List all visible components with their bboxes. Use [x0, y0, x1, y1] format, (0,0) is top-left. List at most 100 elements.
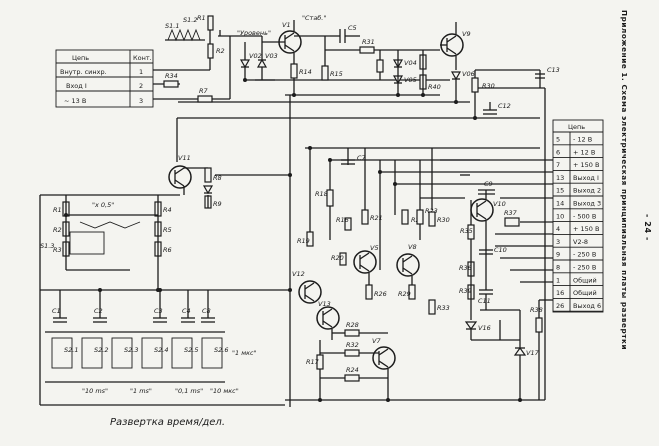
- right-table-pin: 9: [556, 251, 560, 259]
- switch-group-3-label: S2.3: [124, 346, 138, 354]
- resistor-r15-label: R15: [330, 70, 343, 78]
- capacitor-c2-label: C2: [94, 307, 103, 315]
- left-table-row-3-name: ~ 13 В: [64, 97, 86, 105]
- resistor-r35-label: R35: [460, 227, 473, 235]
- sweep-mark-1: "10 ms": [82, 387, 108, 395]
- left-table-row-1-name: Внутр. синхр.: [60, 68, 107, 76]
- resistor-r32-label: R32: [346, 341, 359, 349]
- right-table-pin: 15: [556, 187, 564, 195]
- switch-group-1-label: S2.1: [64, 346, 78, 354]
- right-table-net-name: V2-8: [573, 238, 588, 246]
- resistor-r8-label: R8: [213, 174, 222, 182]
- right-table-pin: 13: [556, 174, 564, 182]
- transistor-v7: V7 R28 R32 R24 R17: [306, 321, 396, 400]
- left-table-row-1-pin: 1: [139, 68, 143, 76]
- transistor-v13-label: V13: [318, 300, 331, 308]
- resistor-r21-label: R21: [370, 214, 383, 222]
- right-table-pin: 4: [556, 225, 560, 233]
- transistor-v8-label: V8: [408, 243, 417, 251]
- timing-capacitor-bank: C1 C2 C3 C4 C8 S2.1 S2.2 S2.3 S2.4 S2.5 …: [45, 290, 257, 428]
- resistor-r39-label: R39: [459, 287, 472, 295]
- right-table-net-name: Выход 6: [573, 302, 601, 310]
- switch-group-4-label: S2.4: [154, 346, 168, 354]
- right-table-pin: 5: [556, 136, 560, 144]
- left-table-header-pin: Конт.: [133, 54, 152, 62]
- output-network: R36 R39 C10 C11 V16 V17 R38: [459, 245, 543, 400]
- switch-s1b-label: S1.2: [183, 16, 197, 24]
- transistor-v12-label: V12: [292, 270, 305, 278]
- resistor-r30-label: R30: [482, 82, 495, 90]
- resistor-r6-ladder-label: R6: [163, 246, 172, 254]
- resistor-r26-label: R26: [374, 290, 387, 298]
- right-table-pin: 8: [556, 264, 560, 272]
- transistor-v11: V11 R8 R9: [168, 154, 290, 209]
- right-table-net-name: Общий: [573, 276, 597, 284]
- right-table-net-name: - 12 В: [573, 136, 592, 144]
- sweep-mark-3: "0,1 ms": [175, 387, 203, 395]
- transistor-v10-label: V10: [493, 200, 506, 208]
- sweep-mark-4: "10 мкс": [210, 387, 239, 395]
- transistor-v13: V13: [316, 300, 340, 340]
- resistor-r16-label: R16: [336, 216, 349, 224]
- diode-v05-label: V05: [404, 76, 417, 84]
- resistor-r3-ladder-label: R3: [53, 246, 62, 254]
- capacitor-c1-label: C1: [52, 307, 61, 315]
- resistor-r29-label: R29: [398, 290, 411, 298]
- sweep-mark-5: "1 мкс": [232, 349, 257, 357]
- capacitor-c3-label: C3: [154, 307, 163, 315]
- transistor-v5: V5 R26: [353, 244, 387, 300]
- resistor-r38-label: R38: [530, 306, 543, 314]
- resistor-r34-label: R34: [165, 72, 178, 80]
- resistor-r18-label: R18: [315, 190, 328, 198]
- resistor-r31-label: R31: [362, 38, 375, 46]
- connector-fanout: [330, 159, 553, 301]
- right-table-pin: 3: [556, 238, 560, 246]
- input-resistors: R34 R7: [163, 36, 231, 103]
- transistor-v1: V1 R14 "Стаб.": [262, 14, 330, 95]
- level-label: "Уровень": [237, 29, 271, 37]
- input-connector-table: Цепь Конт. Внутр. синхр. 1 Вход I 2 ~ 13…: [55, 49, 230, 108]
- resistor-r7-label: R7: [199, 87, 209, 95]
- right-table-pin: 14: [556, 200, 564, 208]
- central-amplifier-stage: C7 R18 R19 R16 R20 R21 R22 R23 R30: [297, 148, 480, 270]
- capacitor-c10-label: C10: [494, 246, 507, 254]
- resistor-r37-label: R37: [504, 209, 518, 217]
- switch-s1-label: S1.1: [165, 22, 179, 30]
- right-table-header: Цепь: [568, 123, 585, 131]
- capacitor-c4-label: C4: [182, 307, 191, 315]
- transistor-v1-label: V1: [282, 21, 291, 29]
- resistor-r14-label: R14: [299, 68, 312, 76]
- resistor-r40-label: R40: [428, 83, 441, 91]
- resistor-r20-label: R20: [331, 254, 344, 262]
- right-table-net-name: Выход 2: [573, 187, 601, 195]
- right-table-net-name: - 250 В: [573, 264, 596, 272]
- side-title: Приложение 1. Схема электрическая принци…: [620, 10, 629, 350]
- transistor-v7-label: V7: [372, 337, 381, 345]
- transistor-v11-label: V11: [178, 154, 191, 162]
- resistor-r19-label: R19: [297, 237, 310, 245]
- resistor-r33-label: R33: [437, 304, 450, 312]
- sweep-mark-2: "1 ms": [130, 387, 152, 395]
- right-table-net-name: - 250 В: [573, 251, 596, 259]
- resistor-r1-ladder-label: R1: [53, 206, 62, 214]
- resistor-r5-ladder-label: R5: [163, 226, 172, 234]
- switch-group-6-label: S2.6: [214, 346, 228, 354]
- transistor-v10: V10 C9 R35 R37: [460, 180, 520, 250]
- resistor-r36-label: R36: [459, 264, 472, 272]
- diode-v16-label: V16: [478, 324, 491, 332]
- sweep-title: Развертка время/дел.: [110, 417, 225, 428]
- resistor-r2-ladder-label: R2: [53, 226, 62, 234]
- diode-v06-label: V06: [462, 70, 475, 78]
- capacitor-c8-label: C8: [202, 307, 211, 315]
- transistor-v5-label: V5: [370, 244, 379, 252]
- resistor-r1-label: R1: [197, 14, 206, 22]
- resistor-r24-label: R24: [346, 366, 359, 374]
- side-annotations: - 24 - Приложение 1. Схема электрическая…: [620, 10, 652, 350]
- diode-v02-label: V02: [249, 52, 262, 60]
- right-table-net-name: Общий: [573, 289, 597, 297]
- capacitor-c11-label: C11: [478, 297, 491, 305]
- switch-group-2-label: S2.2: [94, 346, 108, 354]
